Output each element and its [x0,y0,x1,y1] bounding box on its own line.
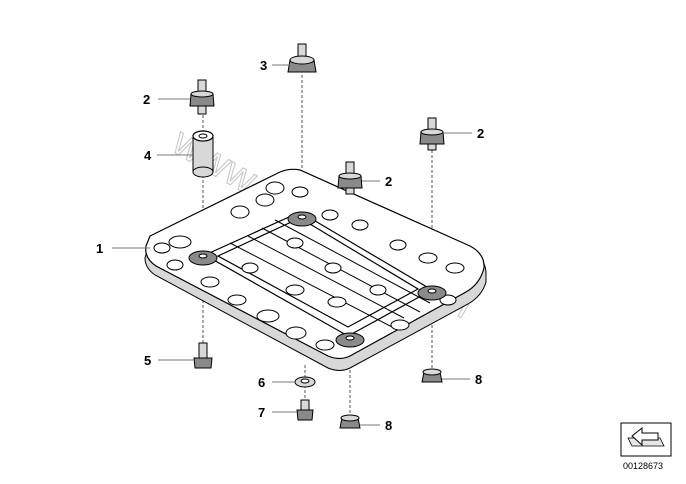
nut-8-bottom [339,414,361,429]
arrow-on-plate-icon [620,422,672,457]
rubber-buffer-3 [287,43,317,73]
callout-2-left: 2 [143,92,150,107]
washer-6 [294,376,316,388]
leader-lines [112,64,472,426]
callout-7: 7 [258,405,265,420]
callout-8-right: 8 [475,372,482,387]
callout-4: 4 [144,148,152,163]
callout-2-right: 2 [477,126,484,141]
callout-3: 3 [260,58,267,73]
callout-5: 5 [144,353,151,368]
callouts: 1 2 2 2 3 4 5 6 7 8 8 [96,58,484,433]
callout-6: 6 [258,375,265,390]
callout-1: 1 [96,241,103,256]
callout-8-bottom: 8 [385,418,392,433]
carrier-plate [144,168,487,371]
bolt-7 [296,399,314,421]
nut-8-right [421,368,443,383]
stud-mount-2-right [419,117,445,151]
spacer-sleeve-4 [192,130,214,178]
stud-mount-2-middle [337,161,363,195]
bolt-5 [193,342,213,369]
stud-mount-2-left [189,79,215,115]
callout-2-middle: 2 [385,174,392,189]
reference-number: 00128673 [623,461,663,471]
